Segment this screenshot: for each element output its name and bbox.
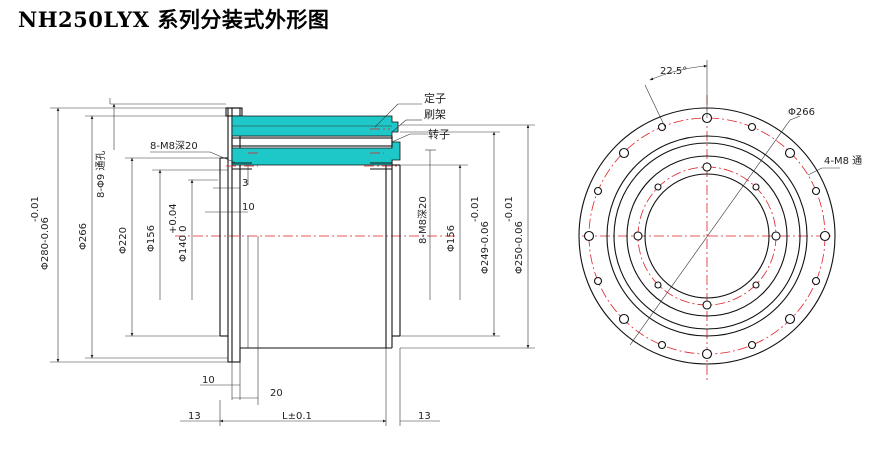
dim-d280: Φ280-0.06 (40, 217, 51, 270)
body-inner-circle (613, 142, 801, 330)
dim-13-right: 13 (418, 411, 431, 422)
rotor-outer-circle (626, 155, 788, 317)
bore-circle (644, 173, 770, 299)
dim-10-bottom: 10 (202, 375, 215, 386)
label-brush-holder: 刷架 (424, 108, 446, 121)
dim-3: 3 (242, 178, 248, 189)
dim-20: 20 (270, 388, 283, 399)
page-title: NH250LYX 系列分装式外形图 (18, 7, 330, 32)
dim-d140-tol: +0.04 (168, 203, 179, 234)
dim-d156-right: Φ156 (446, 225, 457, 252)
rotor-section (231, 141, 401, 166)
body-circle (606, 135, 808, 337)
label-rotor: 转子 (428, 127, 450, 141)
label-tapped-holes-right: 8-M8深20 (417, 196, 429, 244)
label-stator: 定子 (424, 91, 446, 105)
dim-d220: Φ220 (118, 227, 129, 254)
pcd-leader (629, 119, 791, 346)
dim-d280-tol: -0.01 (30, 196, 41, 222)
dim-d249: Φ249-0.06 (480, 221, 491, 274)
dim-d140: Φ140 0 (178, 226, 189, 263)
dim-d249-tol: -0.01 (470, 196, 481, 222)
holes-note: 4-M8 通 (824, 155, 862, 167)
dim-d266: Φ266 (78, 223, 89, 250)
label-tapped-holes-left: 8-M8深20 (150, 140, 198, 152)
inner-holes (633, 162, 781, 310)
side-view: 定子 刷架 转子 8-M8深20 8-Φ9 通孔 Φ280-0.06 -0.01… (30, 91, 535, 426)
dim-d250: Φ250-0.06 (514, 221, 525, 274)
pcd-label: Φ266 (788, 107, 815, 118)
dim-13-left: 13 (188, 411, 201, 422)
angle-label: 22.5° (660, 66, 687, 77)
label-through-holes: 8-Φ9 通孔 (95, 151, 107, 198)
brush-ring (231, 137, 393, 147)
dim-length: L±0.1 (282, 411, 312, 422)
tapped-hole-right (364, 162, 398, 170)
dim-d156-left: Φ156 (146, 225, 157, 252)
dim-d250-tol: -0.01 (504, 196, 515, 222)
outer-bolt-holes (583, 112, 831, 360)
dim-10-top: 10 (242, 202, 255, 213)
leader-lines (150, 103, 428, 164)
left-dimensions (50, 98, 228, 363)
front-view: 22.5° Φ266 4-M8 通 (578, 60, 862, 380)
horizontal-dimensions (180, 175, 440, 426)
right-dimensions (400, 124, 535, 349)
